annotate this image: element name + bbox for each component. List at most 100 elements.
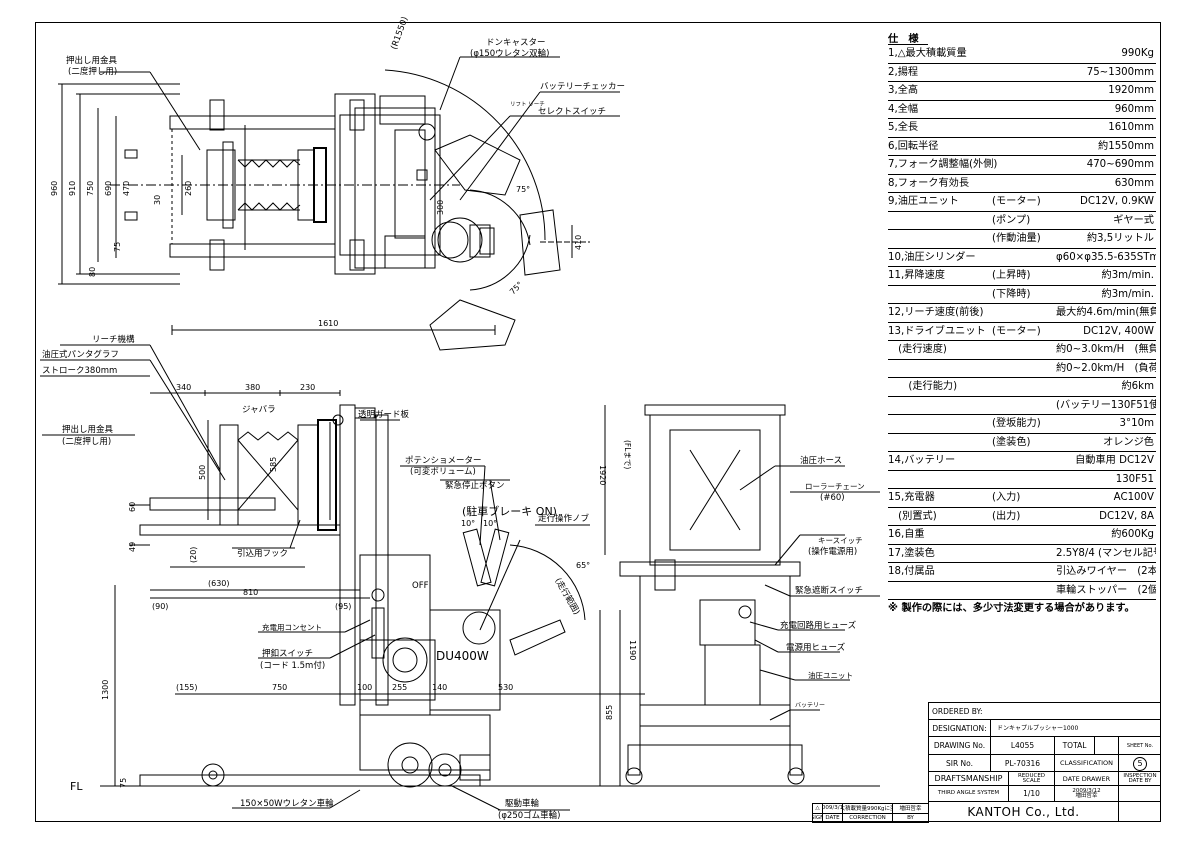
spec-cell-c3: 約3m/min.	[1101, 270, 1154, 281]
ordered-by-label: ORDERED BY:	[932, 706, 983, 716]
spec-cell-c1: 7,フォーク調整幅(外側)	[888, 159, 998, 170]
spec-row: 車輪ストッパー (2個)	[888, 582, 1156, 600]
label-pantograph: 油圧式パンタグラフ	[42, 349, 119, 360]
spec-cell-c3: ギヤー式	[1113, 214, 1154, 226]
dim-260: 260	[184, 181, 193, 196]
revision-correction: 最大積載質量990Kgに変更	[843, 804, 893, 813]
dim-380: 380	[245, 383, 260, 392]
spec-note: ※ 製作の際には、多少寸法変更する場合があります。	[888, 603, 1135, 614]
label-emergency-cut-switch: 緊急遮断スイッチ	[795, 585, 863, 596]
spec-cell-c2: (ポンプ)	[992, 214, 1031, 226]
company-name: KANTOH Co., Ltd.	[929, 802, 1119, 822]
sheet-value: 5	[1133, 756, 1147, 771]
spec-cell-c2	[992, 471, 1056, 489]
label-hyd-unit: 油圧ユニット	[808, 670, 853, 680]
label-parking-brake: (駐車ブレーキ ON)	[462, 504, 557, 518]
label-bellows: ジャバラ	[242, 405, 276, 415]
spec-cell-c2: (出力)	[992, 510, 1021, 522]
label-hydraulic-hose: 油圧ホース	[800, 455, 842, 466]
spec-cell-c1: 16,自重	[888, 529, 925, 540]
spec-cell-c2	[992, 45, 1056, 63]
designation-label: DESIGNATION:	[929, 720, 991, 737]
spec-cell-c3: 約0~3.0km/H (無負荷時)	[1056, 344, 1156, 355]
dim-230: 230	[300, 383, 315, 392]
spec-cell-c3: 2.5Y8/4 (マンセル記号)	[1056, 547, 1156, 559]
spec-row: (塗装色)オレンジ色	[888, 434, 1156, 452]
spec-cell-c1: (別置式)	[888, 510, 937, 522]
spec-cell-c3: DC12V, 8A	[1099, 510, 1154, 522]
spec-cell-c3: 1920mm	[1108, 85, 1154, 96]
spec-cell-c3: DC12V, 0.9KW	[1080, 196, 1154, 207]
third-angle-label: THIRD ANGLE SYSTEM	[929, 786, 1009, 802]
spec-cell-c1: 6,回転半径	[888, 140, 939, 152]
spec-cell-c2	[992, 582, 1056, 600]
sir-no-value: PL-70316	[991, 755, 1055, 772]
inspection-label: INSPECTION DATE BY	[1123, 772, 1157, 784]
spec-cell-c1: (走行速度)	[888, 344, 947, 355]
label-fl-made: (FLまで)	[623, 440, 632, 469]
spec-cell-c2	[992, 156, 1056, 174]
spec-cell-c3: 約1550mm	[1098, 140, 1154, 152]
dim-585: 585	[269, 457, 278, 472]
spec-cell-c2	[992, 175, 1056, 193]
label-clear-guard: 透明ガード板	[358, 409, 410, 420]
spec-cell-c2	[992, 526, 1056, 544]
spec-cell-c3: 130F51	[1115, 473, 1154, 485]
spec-row: 13,ドライブユニット(モーター)DC12V, 400W	[888, 323, 1156, 341]
spec-row: (走行能力)約6km	[888, 378, 1156, 397]
top-view	[58, 56, 620, 351]
label-roller-chain-sub: (#60)	[820, 493, 845, 503]
spec-row: 12,リーチ速度(前後)最大約4.6m/min(無負荷重)	[888, 304, 1156, 323]
reduced-scale-label: REDUCED SCALE	[1009, 772, 1055, 786]
spec-cell-c3: 990Kg	[1121, 48, 1154, 59]
spec-cell-c2: (モーター)	[992, 325, 1041, 337]
spec-row: 18,付属品引込みワイヤー (2本)	[888, 563, 1156, 582]
label-off: OFF	[412, 581, 429, 591]
spec-cell-c1: 14,バッテリー	[888, 455, 956, 466]
dim-810: 810	[243, 588, 258, 597]
dim-750-side: 750	[272, 683, 287, 692]
spec-cell-c2: (作動油量)	[992, 233, 1041, 244]
spec-cell-c2: (上昇時)	[992, 270, 1031, 281]
spec-cell-c2	[992, 82, 1056, 100]
spec-cell-c3: 960mm	[1114, 103, 1154, 115]
spec-row: (作動油量) 約3,5リットル	[888, 230, 1156, 249]
drawing-frame	[35, 22, 1161, 822]
spec-cell-c3: 約0~2.0km/H (負荷時)	[1056, 362, 1156, 374]
label-emergency-stop: 緊急停止ボタン	[445, 480, 505, 491]
label-drive-wheel: 駆動車輪	[505, 798, 540, 809]
dim-910: 910	[68, 181, 77, 196]
spec-cell-c1: 13,ドライブユニット	[888, 325, 986, 337]
designation-value: ドンキャプルプッシャー1000	[997, 724, 1079, 732]
label-push-metal-top-sub: (二度押し用)	[68, 66, 117, 77]
dim-340: 340	[176, 383, 191, 392]
spec-cell-c1	[888, 471, 992, 489]
spec-cell-c3: 約3,5リットル	[1086, 233, 1154, 244]
spec-cell-c2	[992, 304, 1056, 322]
spec-cell-c3: 引込みワイヤー (2本)	[1056, 566, 1156, 577]
spec-cell-c2: (登坂能力)	[992, 418, 1041, 429]
spec-cell-c2	[992, 341, 1056, 359]
label-du400w: DU400W	[436, 649, 489, 663]
dim-100: 100	[357, 683, 372, 692]
spec-cell-c1	[888, 434, 992, 452]
side-view	[40, 344, 880, 811]
label-don-caster: ドンキャスター	[486, 38, 546, 48]
spec-row: (バッテリー130F51使用時)	[888, 397, 1156, 415]
spec-cell-c1: 12,リーチ速度(前後)	[888, 307, 984, 318]
spec-row: (登坂能力)3°10m	[888, 415, 1156, 434]
spec-cell-c1: 10,油圧シリンダー	[888, 251, 976, 263]
front-view	[619, 404, 880, 785]
spec-cell-c1	[888, 230, 992, 248]
spec-cell-c1: 5,全長	[888, 122, 919, 133]
spec-cell-c1: 3,全高	[888, 85, 919, 96]
draftsmanship-label: DRAFTSMANSHIP	[929, 772, 1009, 786]
spec-row: 6,回転半径 約1550mm	[888, 138, 1156, 156]
dim-75-side: 75	[119, 778, 128, 788]
label-travel-knob: 走行操作ノブ	[538, 513, 590, 524]
